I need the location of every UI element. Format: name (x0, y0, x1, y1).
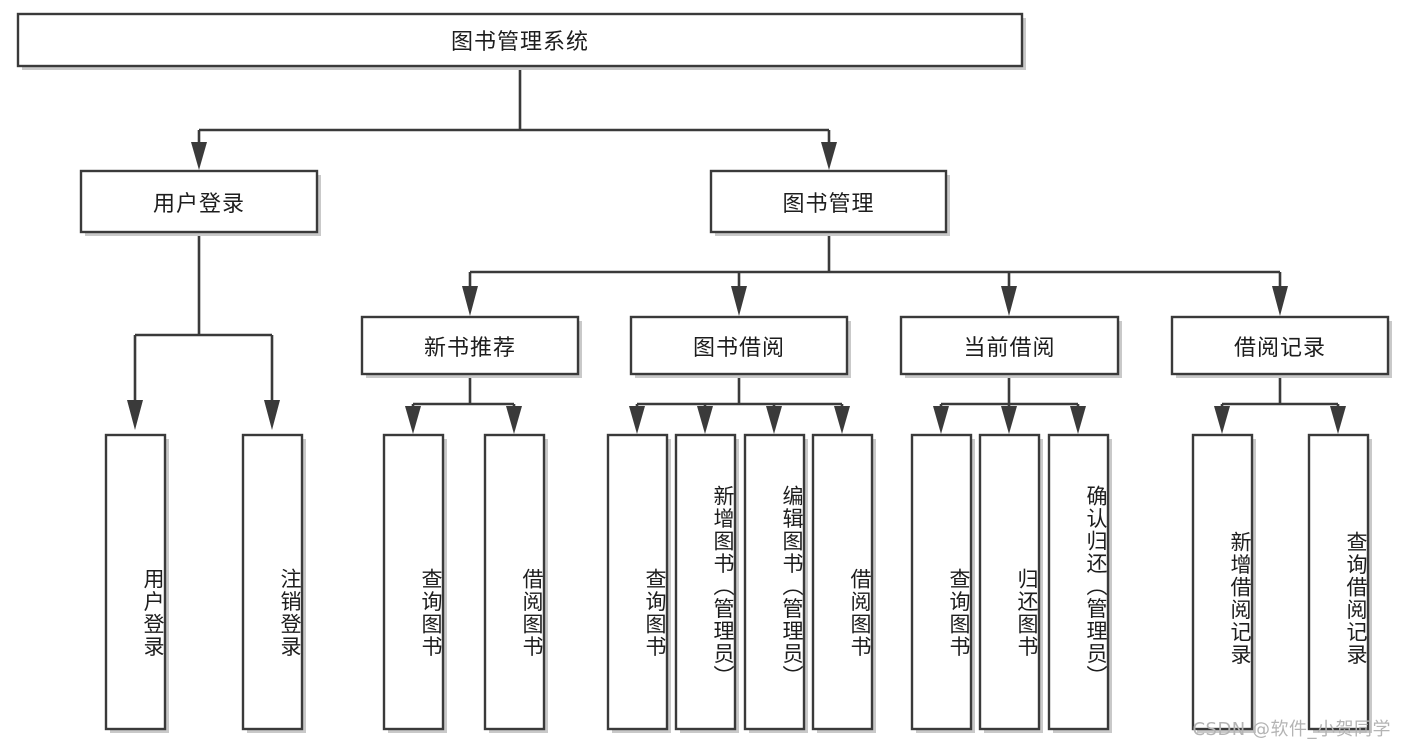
new-book-box[interactable] (360, 315, 580, 376)
node-book-borrow[interactable] (629, 315, 851, 378)
leaf-box-3[interactable] (483, 433, 546, 731)
arrow-current-l1 (933, 406, 949, 434)
node-borrow-record[interactable] (1170, 315, 1392, 378)
arrow-current-l2 (1001, 406, 1017, 434)
connector-group-user-login (127, 232, 280, 430)
arrow-current-l3 (1070, 406, 1086, 434)
leaf-boxes (104, 433, 1372, 733)
current-borrow-box[interactable] (899, 315, 1120, 376)
leaf-box-8[interactable] (910, 433, 973, 731)
leaf-box-5[interactable] (674, 433, 737, 731)
arrow-record-l1 (1214, 406, 1230, 434)
borrow-record-box[interactable] (1170, 315, 1390, 376)
node-book-manage[interactable] (709, 169, 950, 236)
leaf-box-0[interactable] (104, 433, 167, 731)
book-borrow-box[interactable] (629, 315, 849, 376)
book-manage-box[interactable] (709, 169, 948, 234)
connector-group-book-manage (462, 232, 1288, 316)
arrow-borrow-l4 (834, 406, 850, 434)
arrow-record-l2 (1330, 406, 1346, 434)
leaf-box-7[interactable] (811, 433, 874, 731)
leaf-box-2[interactable] (382, 433, 445, 731)
arrow-book-c1 (462, 286, 478, 316)
leaf-box-4[interactable] (606, 433, 669, 731)
connector-group-new-book (405, 374, 522, 434)
leaf-box-6[interactable] (743, 433, 806, 731)
leaf-box-11[interactable] (1191, 433, 1254, 731)
leaf-box-9[interactable] (978, 433, 1041, 731)
leaf-box-1[interactable] (241, 433, 304, 731)
arrow-book-c2 (731, 286, 747, 316)
node-root[interactable] (16, 12, 1026, 70)
arrow-borrow-l2 (697, 406, 713, 434)
arrow-user-leaf2 (264, 400, 280, 430)
root-box[interactable] (16, 12, 1024, 68)
node-new-book-recommend[interactable] (360, 315, 582, 378)
node-user-login[interactable] (79, 169, 321, 236)
arrow-root-to-book (821, 142, 837, 170)
arrow-book-c3 (1001, 286, 1017, 316)
arrow-root-to-user (191, 142, 207, 170)
arrow-borrow-l3 (766, 406, 782, 434)
connector-group-borrow-record (1214, 374, 1346, 434)
connector-group-current-borrow (933, 374, 1086, 434)
leaf-box-12[interactable] (1307, 433, 1370, 731)
arrow-user-leaf1 (127, 400, 143, 430)
arrow-newbook-l2 (506, 406, 522, 434)
arrow-borrow-l1 (629, 406, 645, 434)
connector-group-root (191, 66, 837, 170)
user-login-box[interactable] (79, 169, 319, 234)
node-current-borrow[interactable] (899, 315, 1122, 378)
connector-group-borrow-book (629, 374, 850, 434)
arrow-book-c4 (1272, 286, 1288, 316)
leaf-box-10[interactable] (1047, 433, 1110, 731)
arrow-newbook-l1 (405, 406, 421, 434)
